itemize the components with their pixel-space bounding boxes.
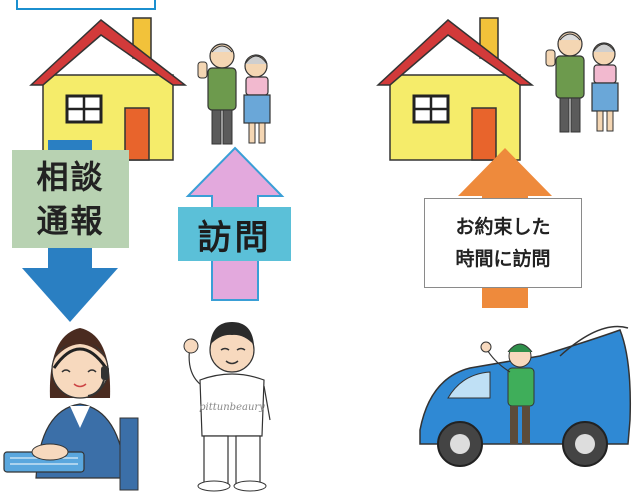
visit-car-illustration xyxy=(419,325,632,467)
promise-visit-label: お約束した 時間に訪問 xyxy=(424,198,582,288)
consult-report-label: 相談 通報 xyxy=(12,150,129,248)
house-left xyxy=(29,16,187,162)
elderly-couple-left xyxy=(197,43,271,145)
promise-line-2: 時間に訪問 xyxy=(455,248,551,270)
top-left-box-cropped xyxy=(16,0,156,10)
house-right xyxy=(376,16,534,162)
operator-illustration xyxy=(3,328,139,491)
report-text: 通報 xyxy=(36,202,105,240)
visit-label: 訪問 xyxy=(178,207,291,261)
caregiver-shirt-text: pittunbeaury xyxy=(199,402,265,413)
caregiver-illustration: pittunbeaury xyxy=(183,322,271,492)
elderly-couple-right xyxy=(545,31,619,133)
promise-line-1: お約束した xyxy=(455,216,551,238)
consult-text: 相談 xyxy=(36,158,105,196)
